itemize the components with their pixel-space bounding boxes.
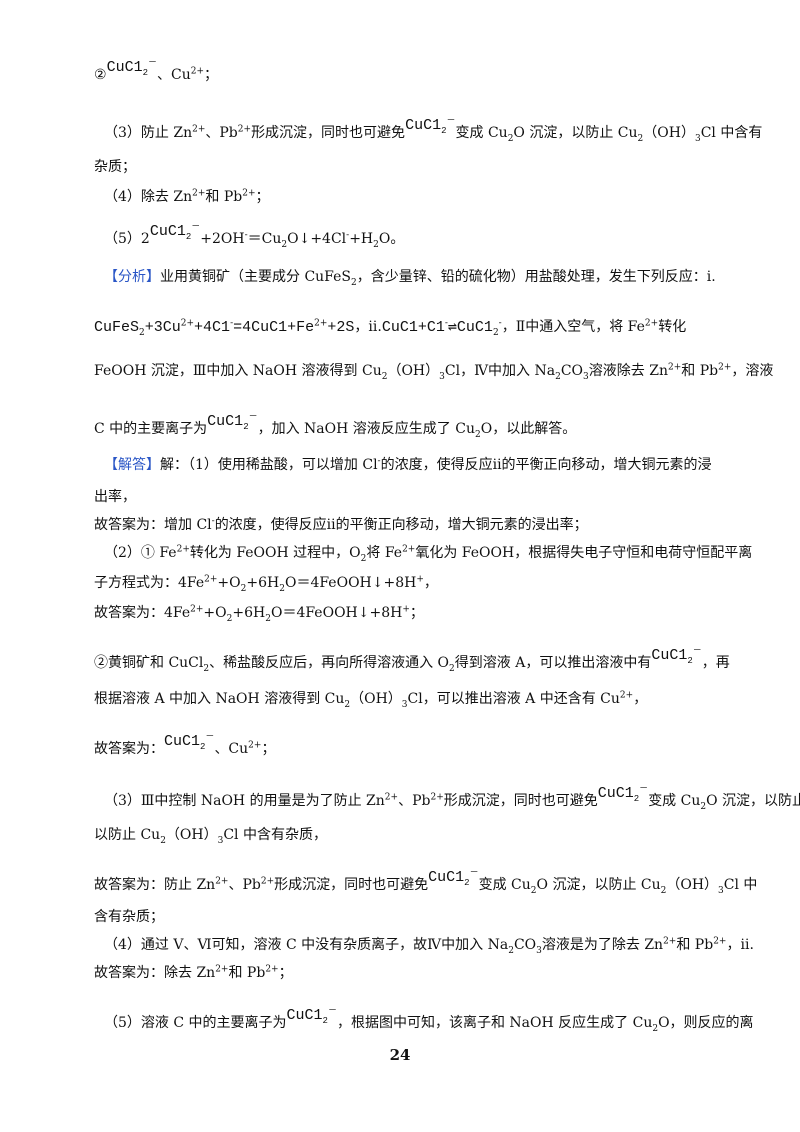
solution-line-1: 【解答】解：（1）使用稀盐酸，可以增加 Cl-的浓度，使得反应ⅱ的平衡正向移动，… — [104, 456, 712, 473]
solution-line-7: ②黄铜矿和 CuCl2、稀盐酸反应后，再向所得溶液通入 O2得到溶液 A，可以推… — [94, 646, 730, 674]
analysis-equation-line: CuFeS2+3Cu2++4C1-=4CuC1+Fe2++2S，ⅱ.CuC1+C… — [94, 318, 687, 338]
answer-line-5: （5）2CuC12－+2OH-＝Cu2O↓+4Cl-+H2O。 — [104, 222, 405, 250]
analysis-tag: 【分析】 — [104, 269, 160, 285]
solution-tag: 【解答】 — [104, 457, 160, 473]
solution-line-10: （3）Ⅲ中控制 NaOH 的用量是为了防止 Zn2+、Pb2+形成沉淀，同时也可… — [104, 784, 800, 812]
page-number: 24 — [389, 1046, 411, 1064]
answer-line-2-circle: ②CuC12－、Cu2+； — [94, 58, 219, 84]
analysis-line-4: C 中的主要离子为CuC12－，加入 NaOH 溶液反应生成了 Cu2O，以此解… — [94, 412, 577, 440]
solution-line-3: 故答案为：增加 Cl-的浓度，使得反应ⅱ的平衡正向移动，增大铜元素的浸出率； — [94, 516, 588, 533]
analysis-line-3: FeOOH 沉淀，Ⅲ中加入 NaOH 溶液得到 Cu2（OH）3Cl，Ⅳ中加入 … — [94, 362, 774, 382]
answer-line-3: （3）防止 Zn2+、Pb2+形成沉淀，同时也可避免CuC12－变成 Cu2O … — [104, 116, 763, 144]
solution-line-9: 故答案为：CuC12－、Cu2+； — [94, 732, 276, 758]
solution-line-15: 故答案为：除去 Zn2+和 Pb2+； — [94, 964, 293, 981]
solution-line-12: 故答案为：防止 Zn2+、Pb2+形成沉淀，同时也可避免CuC12－变成 Cu2… — [94, 868, 758, 896]
solution-line-11: 以防止 Cu2（OH）3Cl 中含有杂质， — [94, 827, 327, 846]
solution-line-6: 故答案为：4Fe2++O2+6H2O＝4FeOOH↓+8H+； — [94, 604, 424, 624]
solution-line-14: （4）通过 Ⅴ、Ⅵ可知，溶液 C 中没有杂质离子，故Ⅳ中加入 Na2CO3溶液是… — [104, 936, 754, 956]
solution-line-2: 出率， — [94, 489, 136, 505]
answer-line-3-cont: 杂质； — [94, 159, 136, 175]
solution-line-5: 子方程式为：4Fe2++O2+6H2O＝4FeOOH↓+8H+， — [94, 574, 438, 594]
answer-line-4: （4）除去 Zn2+和 Pb2+； — [104, 188, 270, 205]
solution-line-8: 根据溶液 A 中加入 NaOH 溶液得到 Cu2（OH）3Cl，可以推出溶液 A… — [94, 690, 648, 710]
solution-line-4: （2）① Fe2+转化为 FeOOH 过程中，O2将 Fe2+氧化为 FeOOH… — [104, 544, 753, 564]
analysis-line-1: 【分析】业用黄铜矿（主要成分 CuFeS2，含少量锌、铅的硫化物）用盐酸处理，发… — [104, 269, 716, 288]
solution-line-16: （5）溶液 C 中的主要离子为CuC12－，根据图中可知，该离子和 NaOH 反… — [104, 1006, 754, 1034]
solution-line-13: 含有杂质； — [94, 909, 164, 925]
